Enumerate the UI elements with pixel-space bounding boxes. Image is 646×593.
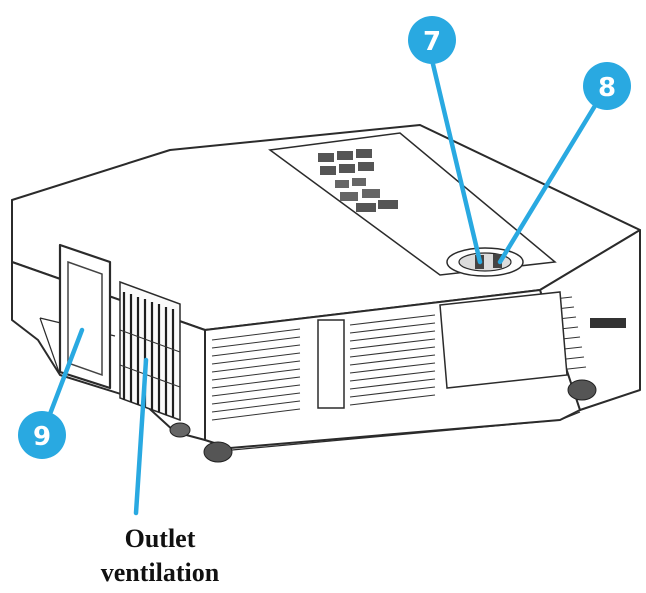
vent-line (349, 378, 436, 390)
vent-line (211, 360, 301, 373)
callout-8: 8 (583, 62, 631, 110)
leader-line-7 (429, 57, 483, 265)
control-button (320, 166, 336, 175)
vent-line (349, 322, 436, 334)
callout-7-circle (408, 16, 456, 64)
control-button (378, 200, 398, 209)
vent-line (349, 370, 436, 382)
vent-line (211, 408, 301, 421)
vent-line (211, 368, 301, 381)
callout-9: 9 (18, 411, 66, 459)
vent-line (211, 352, 301, 365)
vent-line (211, 392, 301, 405)
front-ventilation-grille (211, 296, 587, 421)
caption-line-2: ventilation (101, 558, 220, 587)
callout-7: 7 (408, 16, 456, 64)
control-button (362, 189, 380, 198)
control-button (337, 151, 353, 160)
caption-line-1: Outlet (125, 524, 196, 553)
vent-rib (119, 329, 181, 353)
vent-line (349, 314, 436, 326)
callout-7-label: 7 (423, 27, 441, 57)
control-button (358, 162, 374, 171)
left-ventilation-grille (119, 280, 181, 422)
front-foot-right (567, 379, 597, 401)
front-foot-left (203, 441, 233, 463)
control-panel-strip (268, 132, 557, 276)
left-grille-frame (119, 280, 181, 422)
vent-line (211, 344, 301, 357)
front-handle-slot (317, 319, 345, 409)
vent-rib (119, 364, 181, 388)
control-button (318, 153, 334, 162)
callout-8-label: 8 (598, 73, 616, 103)
vent-line (211, 336, 301, 349)
callout-9-label: 9 (33, 422, 51, 452)
vent-line (349, 338, 436, 350)
vent-line (211, 400, 301, 413)
callout-9-circle (18, 411, 66, 459)
vent-line (349, 354, 436, 366)
control-button (340, 192, 358, 201)
callout-8-circle (583, 62, 631, 110)
control-button (352, 178, 366, 186)
vent-line (349, 346, 436, 358)
focus-lever (493, 254, 502, 268)
brand-plate (590, 318, 626, 328)
front-lens-window (439, 291, 568, 389)
vent-line (211, 328, 301, 341)
vent-line (349, 330, 436, 342)
control-button (339, 164, 355, 173)
vent-line (211, 376, 301, 389)
vent-line (349, 386, 436, 398)
rear-foot (169, 422, 191, 438)
zoom-focus-area (446, 247, 524, 277)
control-button (335, 180, 349, 188)
vent-line (349, 394, 436, 406)
control-button (356, 149, 372, 158)
leader-line-outlet (133, 357, 149, 516)
vent-line (211, 384, 301, 397)
control-button (356, 203, 376, 212)
leader-line-8 (497, 83, 610, 265)
vent-line (349, 362, 436, 374)
control-panel (268, 132, 557, 276)
